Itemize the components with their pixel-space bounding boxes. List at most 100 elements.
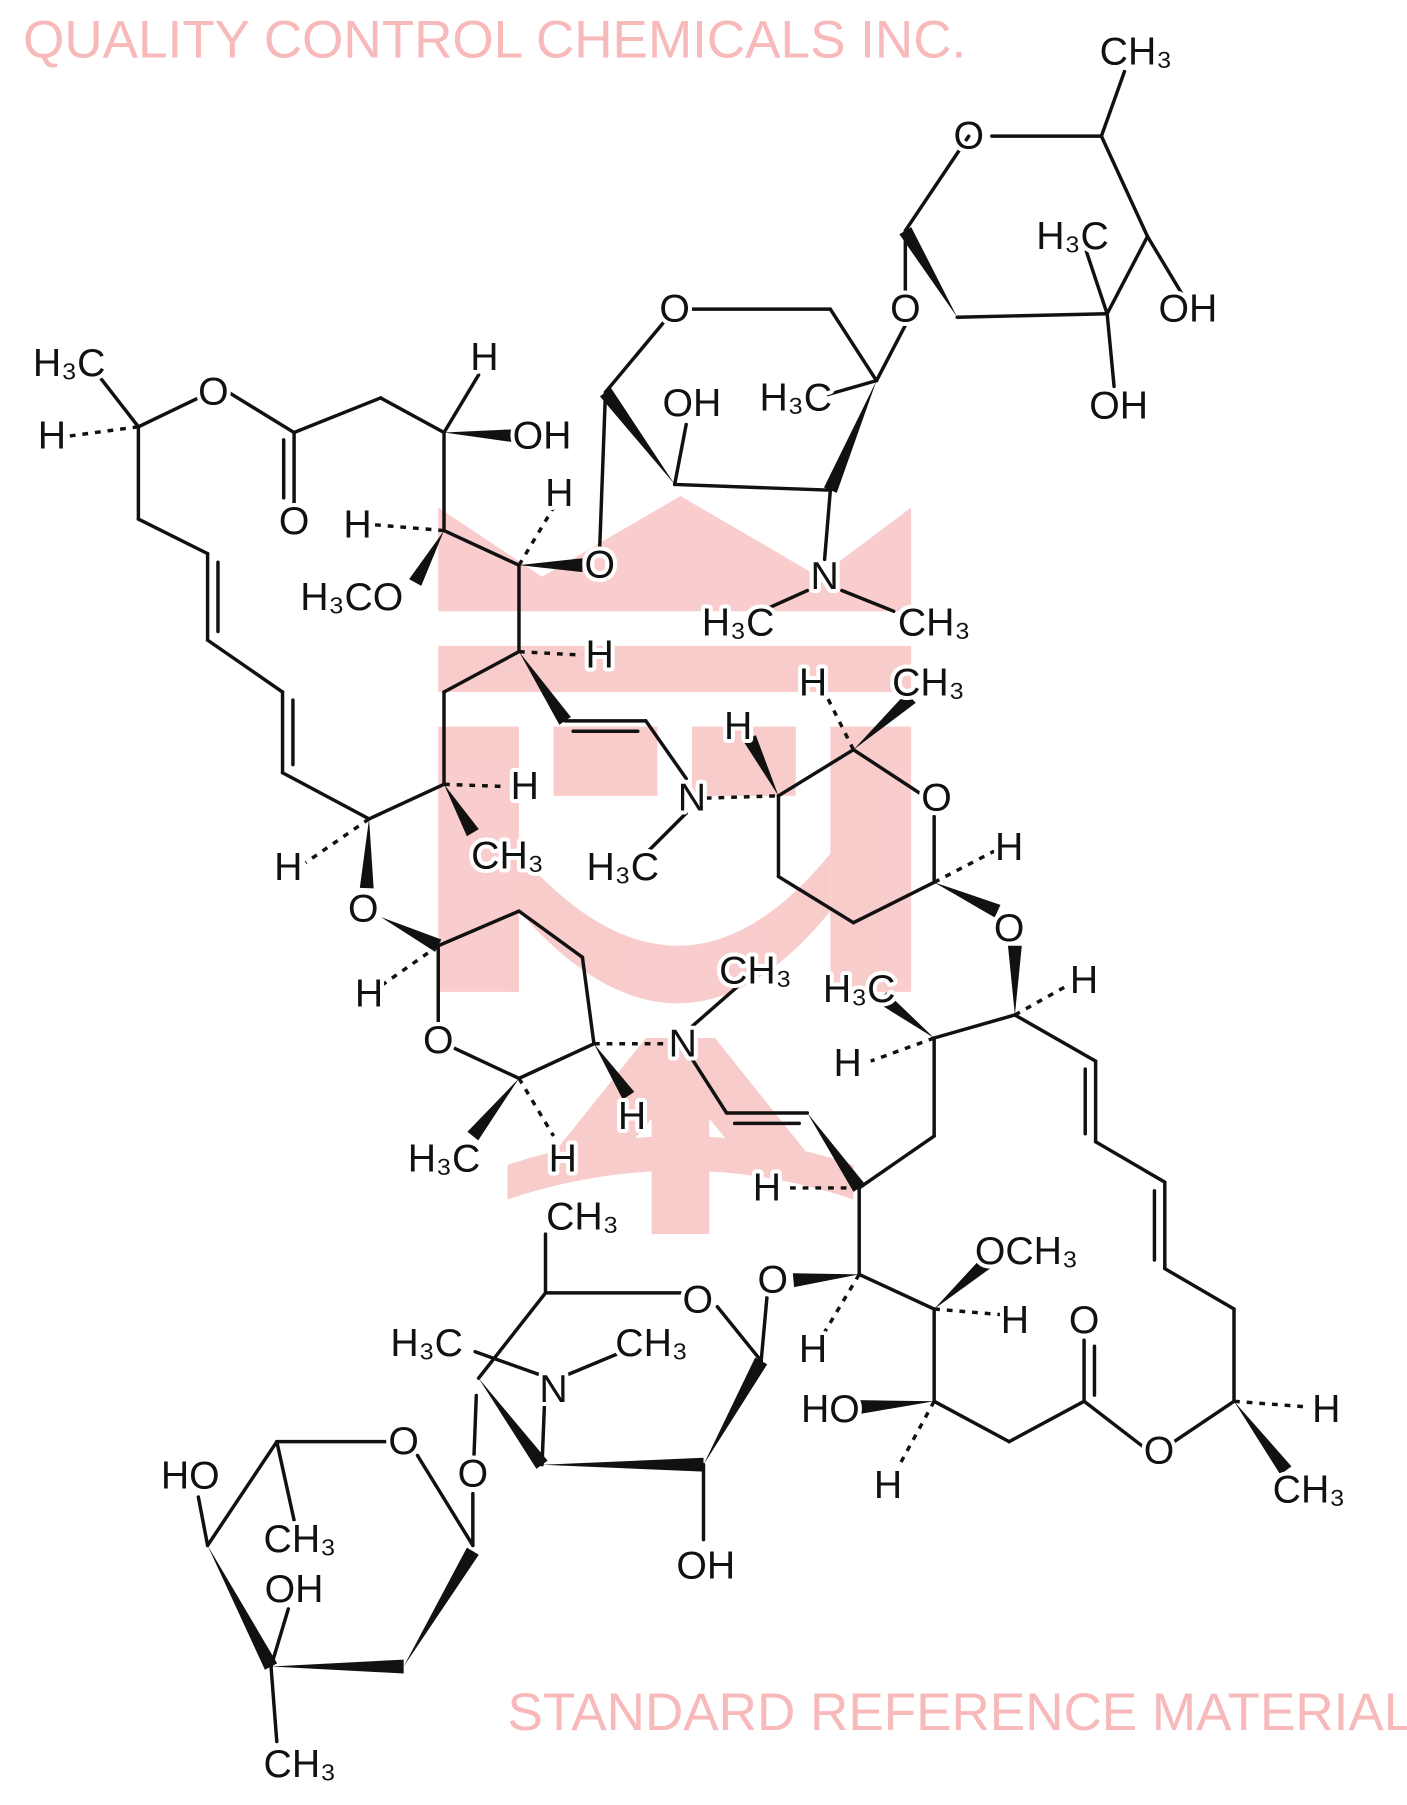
wedge-bond xyxy=(403,1547,479,1667)
hashed-bond xyxy=(823,1273,861,1333)
wedge-bond xyxy=(207,1545,278,1670)
wedge-bond xyxy=(593,1043,635,1100)
wedge-bond xyxy=(444,784,479,837)
atom-label: CH₃ xyxy=(264,1518,337,1561)
atom-label: HO xyxy=(801,1388,860,1431)
atom-label: H xyxy=(834,1042,862,1085)
atom-label: CH₃ xyxy=(1100,30,1173,73)
single-bond xyxy=(136,396,201,429)
single-bond xyxy=(857,1134,936,1190)
single-bond xyxy=(367,782,446,821)
single-bond xyxy=(644,811,688,856)
wedge-bond xyxy=(467,1078,519,1141)
atom-label: O xyxy=(994,907,1025,950)
atom-label: CH₃ xyxy=(1273,1469,1346,1512)
atom-label: H xyxy=(511,765,539,808)
single-bond xyxy=(473,1349,542,1377)
hashed-bond xyxy=(1233,1399,1310,1409)
atom-label: O xyxy=(584,544,615,587)
hashed-bond xyxy=(517,1077,556,1137)
atom-label: OH xyxy=(663,382,722,425)
single-bond xyxy=(540,1405,547,1467)
wedge-bond xyxy=(518,651,571,725)
hashed-bond xyxy=(518,649,583,657)
single-bond xyxy=(476,1291,548,1380)
atom-label: O xyxy=(423,1019,454,1062)
atom-label: O xyxy=(682,1278,713,1321)
atom-label: H xyxy=(753,1166,781,1209)
single-bond xyxy=(292,396,383,435)
single-bond xyxy=(1013,1013,1098,1063)
single-bond xyxy=(828,307,879,383)
hashed-bond xyxy=(374,523,445,533)
single-bond xyxy=(415,1453,475,1548)
atom-label: CH₃ xyxy=(264,1743,337,1786)
single-bond xyxy=(450,1045,521,1081)
single-bond xyxy=(955,312,1109,319)
atom-label: OH xyxy=(1158,288,1217,331)
single-bond xyxy=(136,517,210,556)
hashed-bond xyxy=(823,691,855,751)
wedge-bond xyxy=(878,992,935,1039)
atom-label: O xyxy=(198,371,229,414)
atom-label: O xyxy=(954,115,985,158)
atom-label: H xyxy=(470,336,498,379)
atom-label: H xyxy=(38,414,66,457)
single-bond xyxy=(1172,1399,1236,1444)
atom-label: CH₃ xyxy=(471,834,544,877)
atom-label: H xyxy=(995,826,1023,869)
hashed-bond xyxy=(1014,981,1074,1017)
single-bond xyxy=(442,649,521,694)
atom-label: OH xyxy=(1089,385,1148,428)
hashed-bond xyxy=(933,849,995,884)
atom-label: O xyxy=(1069,1299,1100,1342)
atom-label: OH xyxy=(265,1568,324,1611)
single-bond xyxy=(932,1399,1011,1444)
atom-label: N xyxy=(810,555,838,598)
single-bond xyxy=(759,588,810,614)
watermark-logo xyxy=(438,495,912,1235)
atom-label: CH₃ xyxy=(546,1195,619,1238)
atom-label: O xyxy=(757,1259,788,1302)
wedge-bond xyxy=(359,818,374,889)
atom-label: H xyxy=(355,973,383,1016)
atom-label: N xyxy=(669,1022,697,1065)
single-bond xyxy=(1093,1140,1167,1184)
atom-label: CH₃ xyxy=(719,950,792,993)
watermark-bottom-text: STANDARD REFERENCE MATERIAL xyxy=(507,1683,1407,1742)
wedge-bond xyxy=(271,1659,404,1674)
atom-label: H xyxy=(549,1138,577,1181)
single-bond xyxy=(776,874,856,925)
atom-label: CH₃ xyxy=(892,661,965,704)
single-bond xyxy=(851,747,923,796)
atom-label: H₃C xyxy=(390,1322,463,1365)
atom-label: H xyxy=(724,705,752,748)
single-bond xyxy=(96,373,141,429)
atom-label: N xyxy=(539,1368,567,1411)
single-bond xyxy=(1099,134,1150,239)
single-bond xyxy=(436,909,521,948)
atom-label: O xyxy=(279,500,310,543)
atom-label: H₃C xyxy=(408,1138,481,1181)
single-bond xyxy=(840,588,896,614)
single-bond xyxy=(603,321,665,394)
atom-label: OCH₃ xyxy=(975,1230,1078,1273)
single-bond xyxy=(903,134,971,233)
single-bond xyxy=(517,909,585,960)
single-bond xyxy=(1105,234,1150,316)
hashed-bond xyxy=(934,1307,1004,1317)
single-bond xyxy=(442,528,521,567)
atom-label: O xyxy=(1144,1429,1175,1472)
single-bond xyxy=(822,488,833,562)
atom-label: H xyxy=(586,634,614,677)
single-bond xyxy=(672,482,833,492)
wedge-bond xyxy=(518,558,583,573)
single-bond xyxy=(1163,1266,1236,1311)
single-bond xyxy=(874,323,908,383)
wedge-bond xyxy=(858,1400,935,1414)
single-bond xyxy=(644,719,688,781)
single-bond xyxy=(205,1439,279,1548)
atom-label: CH₃ xyxy=(615,1322,688,1365)
atom-label: O xyxy=(659,288,690,331)
